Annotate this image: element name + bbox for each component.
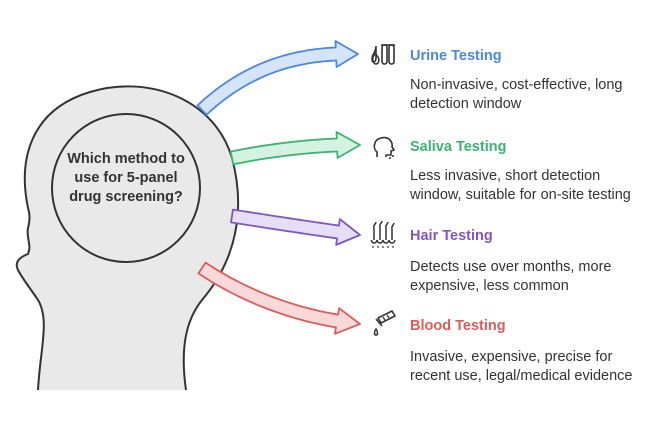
blood-vial-icon xyxy=(368,310,398,340)
urine-testing-description: Non-invasive, cost-effective, long detec… xyxy=(410,77,623,112)
blood-testing-description: Invasive, expensive, precise for recent … xyxy=(410,349,633,384)
saliva-testing-description: Less invasive, short detection window, s… xyxy=(410,168,631,203)
arrows-group xyxy=(196,40,361,335)
blood-arrow xyxy=(197,261,361,335)
hair-follicles-icon xyxy=(368,220,398,250)
urine-arrow xyxy=(196,40,359,116)
central-question: Which method to use for 5-panel drug scr… xyxy=(67,151,185,205)
hair-arrow xyxy=(230,208,361,246)
saliva-arrow xyxy=(229,131,361,166)
test-tubes-icon xyxy=(368,40,398,70)
question-circle xyxy=(51,113,201,263)
hair-testing-title: Hair Testing xyxy=(410,228,493,244)
urine-testing-title: Urine Testing xyxy=(410,48,502,64)
saliva-testing-title: Saliva Testing xyxy=(410,139,507,155)
hair-testing-description: Detects use over months, more expensive,… xyxy=(410,259,612,294)
blood-testing-title: Blood Testing xyxy=(410,318,506,334)
head-profile-icon xyxy=(368,132,398,162)
